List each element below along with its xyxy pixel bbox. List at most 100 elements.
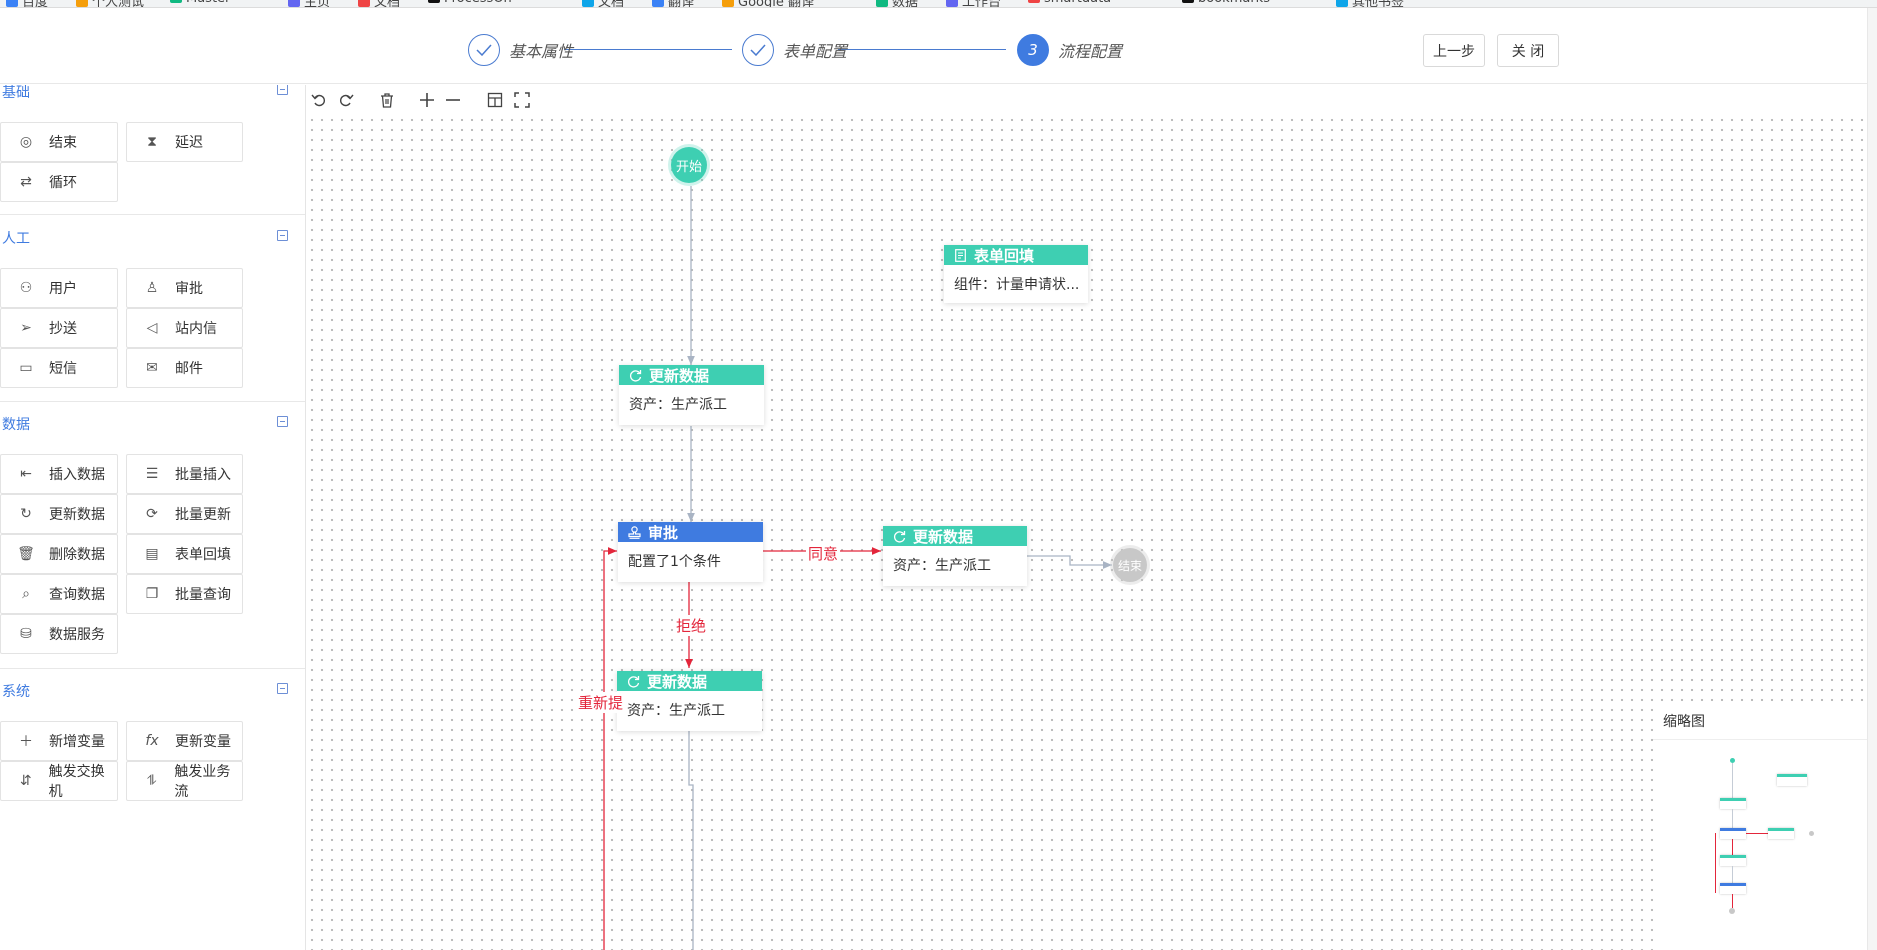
palette-item-approve[interactable]: ♙审批 [126, 268, 243, 308]
minimap-edge [1732, 894, 1733, 908]
batch-insert-icon: ☰ [145, 466, 159, 482]
zoom-in-icon[interactable] [417, 90, 437, 110]
edge-label-resubmit[interactable]: 重新提 [576, 692, 626, 713]
layout-icon[interactable] [485, 90, 505, 110]
undo-icon[interactable] [309, 90, 329, 110]
collapse-icon[interactable] [277, 416, 288, 427]
node-update-data[interactable]: 更新数据 资产：生产派工 [619, 365, 764, 425]
palette-item-add-var[interactable]: ＋新增变量 [0, 721, 118, 761]
bookmark-item[interactable]: 翻译 [652, 0, 694, 7]
minimap-edge [1732, 866, 1733, 883]
bookmark-icon [170, 0, 182, 3]
bookmark-icon [582, 0, 594, 7]
edge-label-reject[interactable]: 拒绝 [674, 615, 709, 636]
step-flow[interactable]: 3 流程配置 [1017, 34, 1122, 66]
bookmark-item[interactable]: 数据 [876, 0, 918, 7]
fx-icon: fx [145, 733, 159, 749]
palette-item-insert[interactable]: ⇤插入数据 [0, 454, 118, 494]
flow-canvas[interactable]: 开始 表单回填 组件：计量申请状... 更新数据 资产：生产派工 审批 配置了1… [307, 85, 1867, 950]
minimap-viewport[interactable] [1653, 739, 1867, 950]
collapse-icon[interactable] [277, 683, 288, 694]
refresh-icon [891, 528, 907, 544]
minimap-node [1720, 828, 1746, 839]
palette-item-batch-query[interactable]: ❐批量查询 [126, 574, 243, 614]
minimap[interactable]: 缩略图 [1653, 703, 1867, 950]
bookmark-icon [76, 0, 88, 7]
stamp-icon [626, 524, 642, 540]
node-body: 配置了1个条件 [628, 554, 721, 570]
palette-item-sms[interactable]: ▭短信 [0, 348, 118, 388]
bookmark-item[interactable]: ProcessOn [428, 0, 512, 6]
close-button[interactable]: 关 闭 [1497, 34, 1559, 67]
refresh-icon [625, 673, 641, 689]
palette-item-trigger-switch[interactable]: ⇵触发交换机 [0, 761, 118, 801]
bookmark-item[interactable]: 文档 [358, 0, 400, 7]
user-icon: ⚇ [19, 280, 33, 296]
bookmark-icon [428, 0, 440, 3]
node-approve[interactable]: 审批 配置了1个条件 [618, 522, 763, 582]
copy-icon: ❐ [145, 586, 159, 602]
bookmark-item[interactable]: 文档 [582, 0, 624, 7]
bookmark-item[interactable]: Google 翻译 [722, 0, 814, 7]
node-update-data-reject[interactable]: 更新数据 资产：生产派工 [617, 671, 762, 731]
palette-item-batch-insert[interactable]: ☰批量插入 [126, 454, 243, 494]
prev-step-button[interactable]: 上一步 [1423, 34, 1485, 67]
palette-item-form-fill[interactable]: ▤表单回填 [126, 534, 243, 574]
window-scrollbar[interactable] [1867, 8, 1877, 950]
zoom-out-icon[interactable] [443, 90, 463, 110]
step-basic[interactable]: 基本属性 [468, 34, 573, 66]
step-label: 基本属性 [509, 42, 574, 61]
minimap-edge [1715, 833, 1716, 893]
minimap-node [1777, 774, 1807, 786]
minimap-node [1720, 883, 1746, 894]
palette-item-data-service[interactable]: ⛁数据服务 [0, 614, 118, 654]
edge-label-agree[interactable]: 同意 [806, 543, 841, 564]
speaker-icon: ◁ [146, 320, 158, 336]
palette-item-end[interactable]: ◎结束 [0, 122, 118, 162]
palette-item-cc[interactable]: ➢抄送 [0, 308, 118, 348]
refresh-icon [627, 367, 643, 383]
minimap-edge [1732, 763, 1733, 798]
bookmark-item[interactable]: 个人测试 [76, 0, 144, 7]
palette-item-inbox[interactable]: ◁站内信 [126, 308, 243, 348]
palette-item-mail[interactable]: ✉邮件 [126, 348, 243, 388]
bookmark-item[interactable]: 其他书签 [1336, 0, 1404, 7]
palette-item-batch-update[interactable]: ⟳批量更新 [126, 494, 243, 534]
collapse-icon[interactable] [277, 85, 288, 95]
node-update-data-agree[interactable]: 更新数据 资产：生产派工 [883, 526, 1027, 586]
bookmark-item[interactable]: 工作台 [946, 0, 1001, 7]
redo-icon[interactable] [336, 90, 356, 110]
edge-update-end[interactable] [1027, 555, 1112, 569]
bookmark-icon [6, 0, 18, 7]
end-node[interactable]: 结束 [1113, 548, 1147, 582]
palette-item-loop[interactable]: ⇄循环 [0, 162, 118, 202]
palette-item-delay[interactable]: ⧗延迟 [126, 122, 243, 162]
node-form-fill[interactable]: 表单回填 组件：计量申请状... [944, 245, 1088, 303]
collapse-icon[interactable] [277, 230, 288, 241]
bookmark-item[interactable]: 主页 [288, 0, 330, 7]
bookmark-item[interactable]: bookmarks [1182, 0, 1270, 6]
palette-item-trigger-flow[interactable]: ⥮触发业务流 [126, 761, 243, 801]
edge-resubmit[interactable] [603, 547, 617, 950]
step-form[interactable]: 表单配置 [742, 34, 847, 66]
palette-item-update[interactable]: ↻更新数据 [0, 494, 118, 534]
palette-group-title: 数据 [2, 417, 30, 433]
bookmark-icon [1336, 0, 1348, 7]
palette-item-query[interactable]: ⌕查询数据 [0, 574, 118, 614]
bookmarks-bar: 百度 个人测试 Master 主页 文档 ProcessOn 文档 翻译 Google 翻译 数据… [0, 0, 1877, 8]
plus-icon: ＋ [19, 734, 33, 750]
send-icon: ➢ [20, 320, 32, 336]
flow-edges [603, 186, 1112, 950]
node-body: 资产：生产派工 [627, 703, 725, 719]
fullscreen-icon[interactable] [512, 90, 532, 110]
palette-item-delete[interactable]: 🗑删除数据 [0, 534, 118, 574]
bookmark-icon [722, 0, 734, 7]
bookmark-item[interactable]: 百度 [6, 0, 48, 7]
bookmark-item[interactable]: smartdata [1028, 0, 1111, 6]
edge-continue[interactable] [688, 731, 694, 950]
start-node[interactable]: 开始 [671, 147, 707, 183]
bookmark-item[interactable]: Master [170, 0, 230, 6]
delete-icon[interactable] [377, 90, 397, 110]
palette-item-user[interactable]: ⚇用户 [0, 268, 118, 308]
